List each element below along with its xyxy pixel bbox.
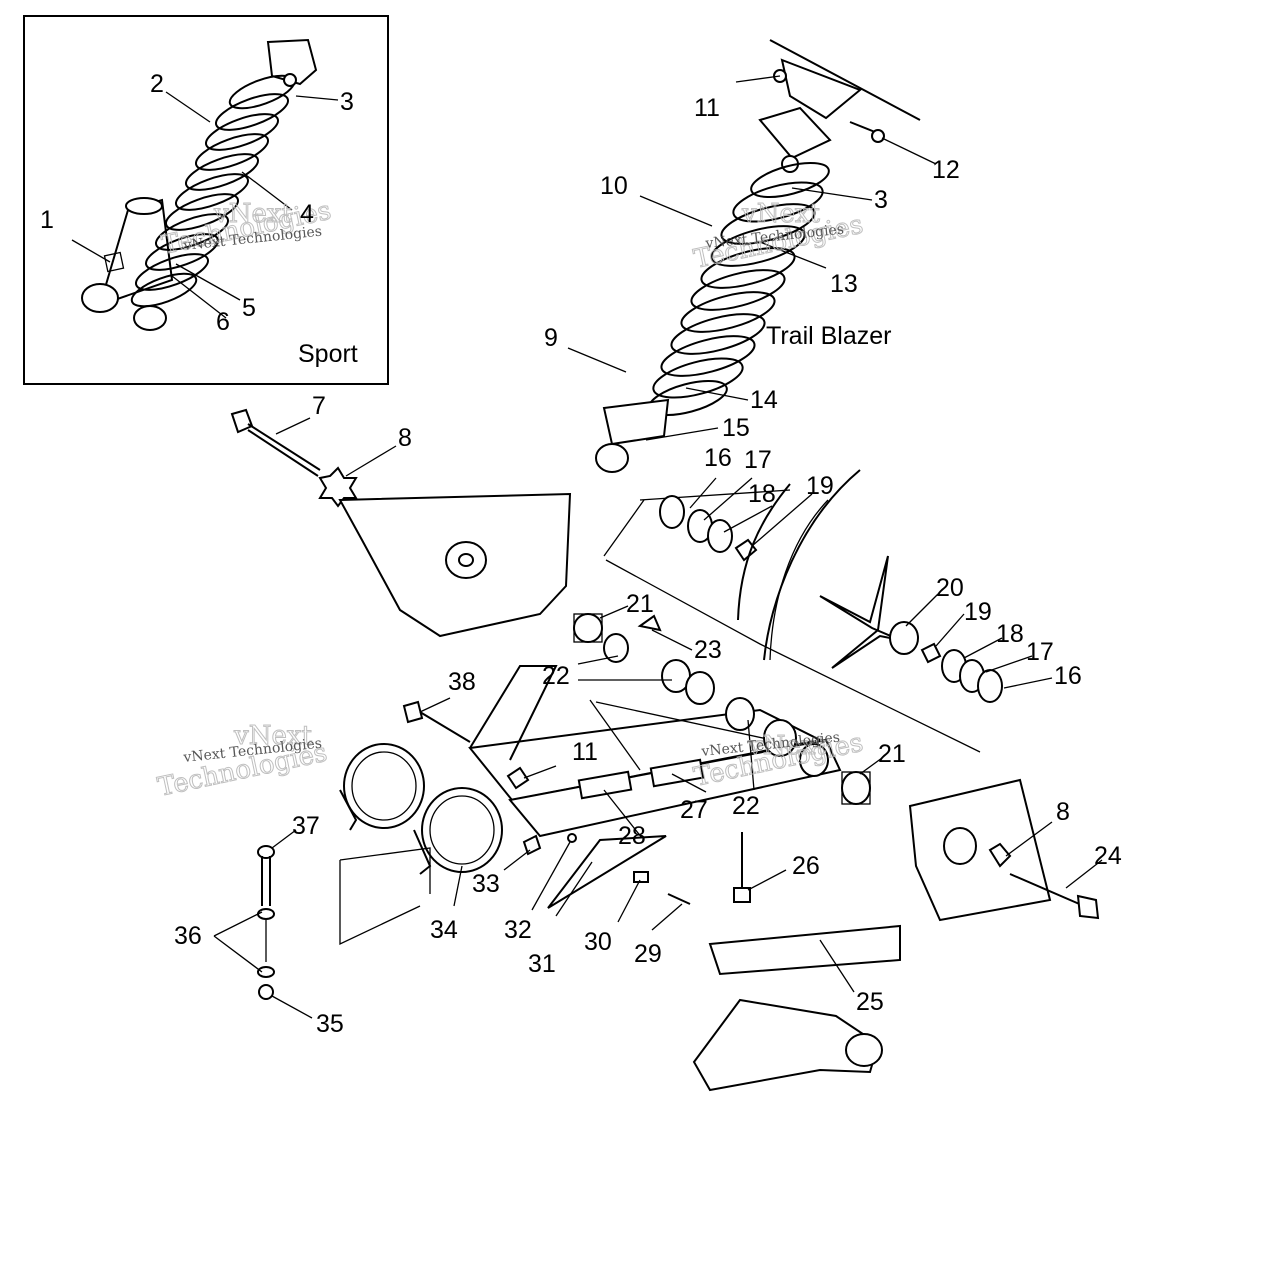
callout-12: 12 [932,156,960,184]
bolt-7 [230,408,321,477]
callout-16b: 16 [1054,662,1082,690]
bracket-outline [339,847,431,946]
main-title: Trail Blazer [766,322,892,350]
callout-26: 26 [792,852,820,880]
upper-eye [283,73,297,87]
callout-34: 34 [430,916,458,944]
trailing-arm [339,665,842,875]
clamp-right [421,787,503,873]
shock-mount-tab [758,106,832,160]
spring-collar [602,398,670,446]
grease-fitting-23 [637,614,662,632]
callout-28: 28 [618,822,646,850]
callouts: 1 2 3 4 5 6 7 8 3 9 10 11 12 13 14 15 16… [40,70,1122,1038]
callout-23: 23 [694,636,722,664]
bushings [573,613,871,805]
nut-33 [522,834,542,856]
star-washer-8b [988,842,1012,868]
callout-19: 19 [806,472,834,500]
callout-8b: 8 [1056,798,1070,826]
svg-text:vNext: vNext [741,199,820,229]
lower-eye [133,305,167,331]
callout-3-inset: 3 [340,88,354,116]
bolt-29 [667,893,691,905]
callout-19b: 19 [964,598,992,626]
bolt-24 [1009,873,1085,907]
svg-text:vNext: vNext [233,721,312,751]
callout-21b: 21 [878,740,906,768]
inset-frame [23,15,389,385]
callout-13: 13 [830,270,858,298]
callout-16: 16 [704,444,732,472]
main-shock [595,39,921,473]
callout-10: 10 [600,172,628,200]
callout-17: 17 [744,446,772,474]
decal-icon [103,251,125,273]
upper-mount [266,38,318,86]
callout-35: 35 [316,1010,344,1038]
star-hub [819,555,1003,703]
decal-27 [649,758,705,788]
spacer-30 [633,871,649,883]
sport-inset [23,15,389,385]
callout-22: 22 [542,662,570,690]
reservoir-canister [81,197,174,313]
callout-20: 20 [936,574,964,602]
svg-text:vNext: vNext [213,199,292,229]
right-plate [908,778,1052,922]
lower-eye-main [595,443,629,473]
callout-37: 37 [292,812,320,840]
callout-29: 29 [634,940,662,968]
callout-31: 31 [528,950,556,978]
callout-2: 2 [150,70,164,98]
callout-18b: 18 [996,620,1024,648]
nut-11b [506,766,530,790]
callout-25: 25 [856,988,884,1016]
washer-32 [567,833,577,843]
callout-5: 5 [242,294,256,322]
callout-18: 18 [748,480,776,508]
svg-text:vNext: vNext [747,731,826,761]
callout-11b: 11 [572,738,598,766]
callout-3-main: 3 [874,186,888,214]
callout-14: 14 [750,386,778,414]
callout-27: 27 [680,796,708,824]
right-washers [603,469,981,753]
upper-bracket [780,58,862,120]
bolt-37 [257,845,275,1000]
main-spring [648,161,830,417]
guard-31 [547,835,667,909]
watermark: vNext Technologies vNext Technologies vN… [155,195,867,803]
callout-30: 30 [584,928,612,956]
clamp-left [343,743,425,829]
left-plate [338,492,572,638]
callout-8: 8 [398,424,412,452]
callout-36: 36 [174,922,202,950]
inset-title: Sport [298,340,358,368]
star-washer-8 [318,466,358,508]
bolt-12 [871,129,885,143]
bolt-38 [402,700,471,743]
callout-32: 32 [504,916,532,944]
callout-11: 11 [694,94,720,122]
inset-spring [130,74,296,308]
callout-38: 38 [448,668,476,696]
callout-24: 24 [1094,842,1122,870]
callout-1: 1 [40,206,54,234]
leader-lines [71,75,1103,1019]
callout-7: 7 [312,392,326,420]
plate-25 [708,924,901,976]
callout-22b: 22 [732,792,760,820]
callout-21: 21 [626,590,654,618]
callout-4: 4 [300,200,314,228]
callout-9: 9 [544,324,558,352]
callout-6: 6 [216,308,230,336]
callout-17b: 17 [1026,638,1054,666]
callout-15: 15 [722,414,750,442]
callout-33: 33 [472,870,500,898]
